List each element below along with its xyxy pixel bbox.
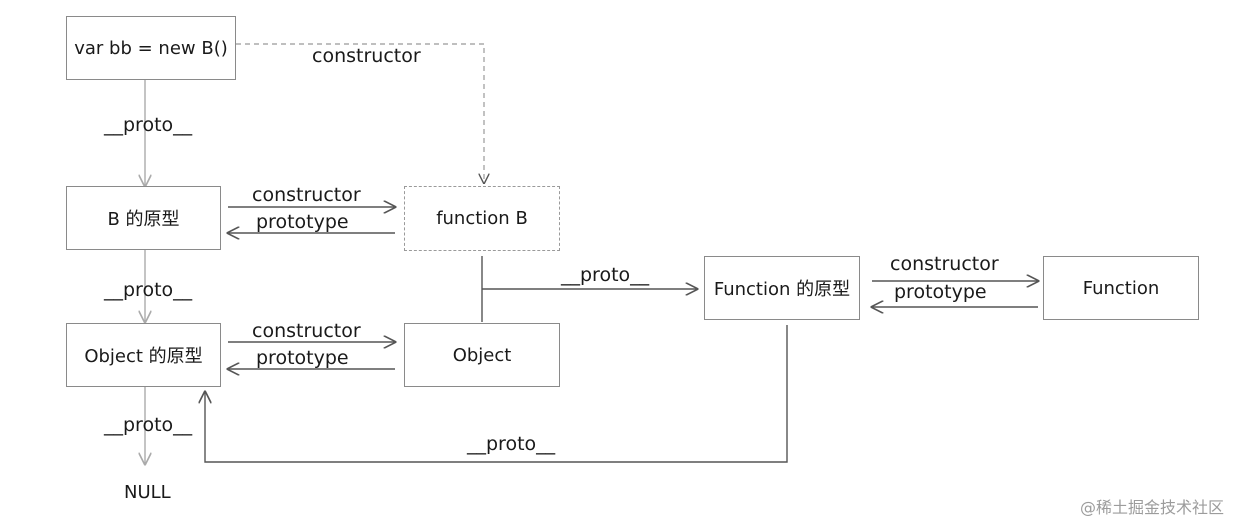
node-function-prototype: Function 的原型 <box>704 256 860 320</box>
watermark: @稀土掘金技术社区 <box>1079 498 1224 517</box>
label-b-prototype: prototype <box>256 211 349 233</box>
label-obj-constructor: constructor <box>252 320 361 342</box>
edge-fnproto-proto <box>205 325 788 463</box>
label-objproto-proto: __proto__ <box>104 414 193 436</box>
node-function-b: function B <box>404 186 560 251</box>
label-b-constructor: constructor <box>252 184 361 206</box>
node-b-prototype: B 的原型 <box>66 186 221 250</box>
label-fn-constructor: constructor <box>890 253 999 275</box>
node-instance: var bb = new B() <box>66 16 236 80</box>
label-instance-proto: __proto__ <box>104 114 193 136</box>
label-obj-prototype: prototype <box>256 347 349 369</box>
edge-instance-constructor <box>236 43 484 183</box>
label-fnproto-proto: __proto__ <box>467 433 556 455</box>
label-instance-constructor: constructor <box>312 45 421 67</box>
label-fn-prototype: prototype <box>894 281 987 303</box>
node-null: NULL <box>124 482 171 503</box>
node-object-prototype: Object 的原型 <box>66 323 221 387</box>
node-function: Function <box>1043 256 1199 320</box>
node-object: Object <box>404 323 560 387</box>
label-fnb-proto: __proto__ <box>561 264 650 286</box>
label-bproto-proto: __proto__ <box>104 279 193 301</box>
